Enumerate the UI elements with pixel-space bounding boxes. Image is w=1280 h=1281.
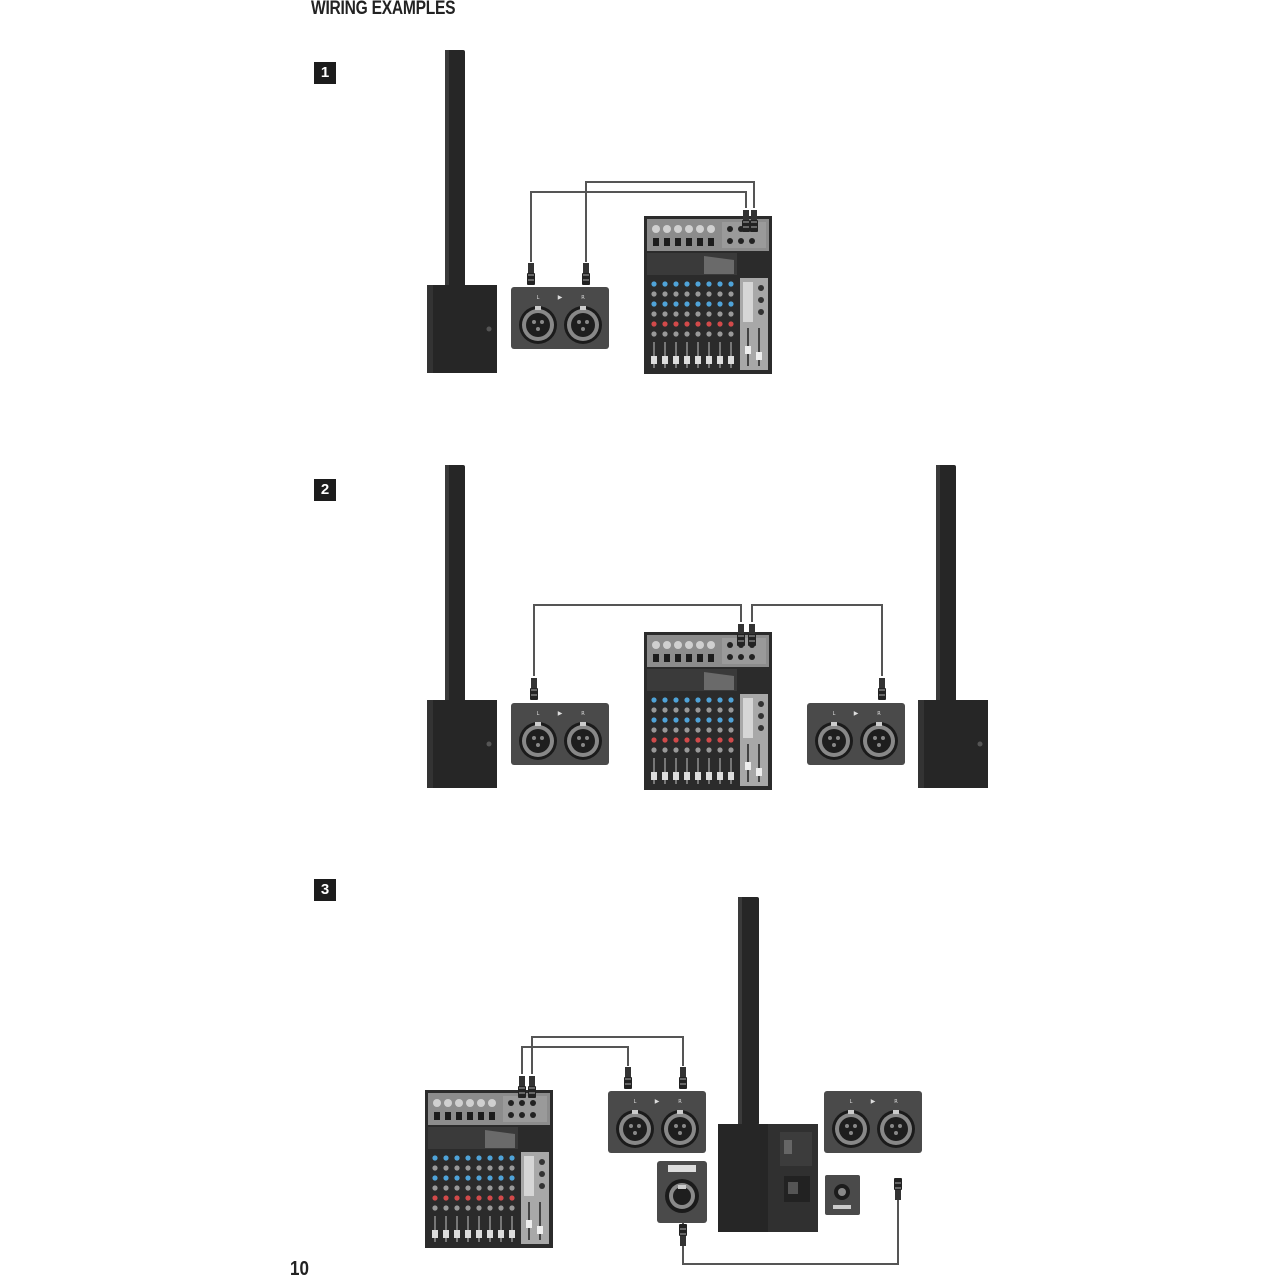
xlr-input-panel-icon (807, 703, 905, 765)
xlr-plug-icon (518, 1076, 526, 1098)
xlr-input-panel-icon (824, 1091, 922, 1153)
page-heading: WIRING EXAMPLES (311, 0, 456, 19)
wiring-example-3 (425, 897, 922, 1265)
wiring-example-1 (427, 50, 772, 374)
step-number-3: 3 (314, 879, 336, 901)
mixer-console-icon (644, 632, 772, 790)
speakon-output-icon (657, 1161, 707, 1223)
xlr-plug-icon (750, 210, 758, 232)
xlr-plug-icon (679, 1224, 687, 1246)
page-number: 10 (290, 1258, 309, 1280)
power-switch-icon (825, 1175, 860, 1215)
xlr-input-panel-icon (511, 287, 609, 349)
xlr-plug-icon (582, 263, 590, 285)
xlr-plug-icon (748, 624, 756, 646)
xlr-plug-icon (742, 210, 750, 232)
xlr-plug-icon (528, 1076, 536, 1098)
column-speaker-icon (427, 50, 497, 373)
cable-right-2 (751, 604, 883, 676)
wiring-example-2 (427, 465, 988, 790)
xlr-plug-icon (527, 263, 535, 285)
xlr-plug-icon (530, 678, 538, 700)
mixer-console-icon (644, 216, 772, 374)
step-number-2: 2 (314, 479, 336, 501)
xlr-plug-icon (624, 1067, 632, 1089)
xlr-plug-icon (894, 1178, 902, 1200)
xlr-plug-icon (878, 678, 886, 700)
xlr-input-panel-icon (608, 1091, 706, 1153)
cable-left-1 (530, 191, 747, 262)
cable-right-1 (585, 181, 755, 262)
xlr-input-panel-icon (511, 703, 609, 765)
column-speaker-icon (918, 465, 988, 788)
xlr-plug-icon (679, 1067, 687, 1089)
cable-right-3 (531, 1036, 684, 1074)
mixer-console-icon (425, 1090, 553, 1248)
column-speaker-icon (718, 897, 818, 1232)
cable-left-2 (533, 604, 742, 676)
cable-left-3 (521, 1046, 629, 1074)
xlr-plug-icon (737, 624, 745, 646)
column-speaker-icon (427, 465, 497, 788)
step-number-1: 1 (314, 62, 336, 84)
